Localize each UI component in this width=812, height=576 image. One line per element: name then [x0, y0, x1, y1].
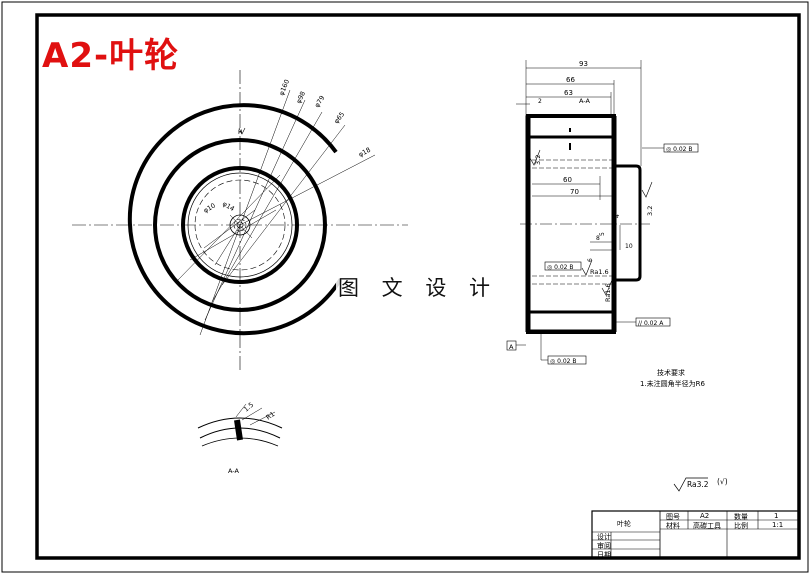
- datum-a: A: [509, 343, 514, 351]
- dia-label-7: φ10: [202, 202, 217, 215]
- tb-row1-c2: A2: [700, 512, 710, 520]
- tb-reviewer: 审阅: [597, 542, 611, 550]
- tb-part-name: 叶轮: [617, 520, 631, 528]
- dia-label-5: φ18: [357, 146, 372, 159]
- section-label: A-A: [579, 97, 591, 105]
- notes: 技术要求 1.未注圆角半径为R6: [640, 368, 706, 388]
- tol-frame-2: ◎ 0.02 B: [547, 264, 574, 271]
- dia-label-4: φ65: [332, 110, 346, 125]
- detail-mark-1: 1.5: [242, 401, 255, 414]
- general-roughness: [673, 477, 708, 492]
- dia-label-3: φ79: [313, 94, 326, 109]
- detail-mark-2: R1: [265, 410, 277, 422]
- watermark-text: 图 文 设 计: [336, 272, 501, 302]
- roughness-2: Ra1.6: [604, 283, 612, 302]
- tb-row1-c1: 图号: [666, 513, 680, 521]
- tb-row1-c3: 数量: [734, 513, 748, 521]
- dim-60: 60: [563, 176, 572, 184]
- dim-93: 93: [579, 60, 588, 68]
- detail-view: [197, 403, 283, 447]
- tb-row2-c4: 1:1: [772, 521, 784, 529]
- misc-label: H: [238, 129, 243, 136]
- dim-5: 5: [599, 232, 606, 236]
- dim-4: 4: [614, 214, 621, 218]
- tb-row2-c2: 高碳工具: [693, 522, 721, 530]
- tol-frame-1: ◎ 0.02 B: [666, 146, 693, 153]
- tb-designer: 设计: [597, 533, 611, 541]
- dim-66: 66: [566, 76, 575, 84]
- dim-10: 10: [625, 243, 633, 250]
- notes-line-1: 1.未注圆角半径为R6: [640, 379, 706, 388]
- section-view: [506, 60, 699, 365]
- dim-8: 8: [596, 235, 600, 242]
- dia-label-2: φ98: [295, 90, 308, 105]
- notes-heading: 技术要求: [657, 368, 685, 377]
- tol-frame-4: // 0.02 A: [638, 320, 664, 327]
- front-view: [72, 70, 408, 370]
- tol-frame-3: ◎ 0.02 B: [550, 358, 577, 365]
- dia-label-1: φ160: [277, 78, 291, 96]
- tb-row2-c1: 材料: [666, 522, 680, 530]
- detail-label: A-A: [228, 467, 240, 475]
- general-roughness-value: Ra3.2: [687, 480, 709, 489]
- side-mark-2: 3.2: [646, 206, 654, 216]
- section-view-labels: 93 66 63 2 A-A 60 70 8 4 10 5 6 Ra1.6 Ra…: [509, 60, 693, 365]
- general-roughness-suffix: (√): [717, 477, 728, 486]
- drawing-title: A2-叶轮: [42, 36, 180, 76]
- tb-date: 日期: [597, 551, 611, 559]
- inner-border: [35, 13, 801, 560]
- side-mark-1: 3.2: [534, 155, 542, 165]
- dim-63: 63: [564, 89, 573, 97]
- tb-row2-c3: 比例: [734, 522, 748, 530]
- dim-70: 70: [570, 188, 579, 196]
- dim-6: 6: [587, 258, 594, 262]
- dim-2: 2: [538, 98, 542, 105]
- tb-row1-c4: 1: [774, 512, 779, 520]
- roughness-1: Ra1.6: [590, 268, 609, 276]
- dia-label-6: φ14: [221, 200, 236, 213]
- title-block: [591, 510, 800, 559]
